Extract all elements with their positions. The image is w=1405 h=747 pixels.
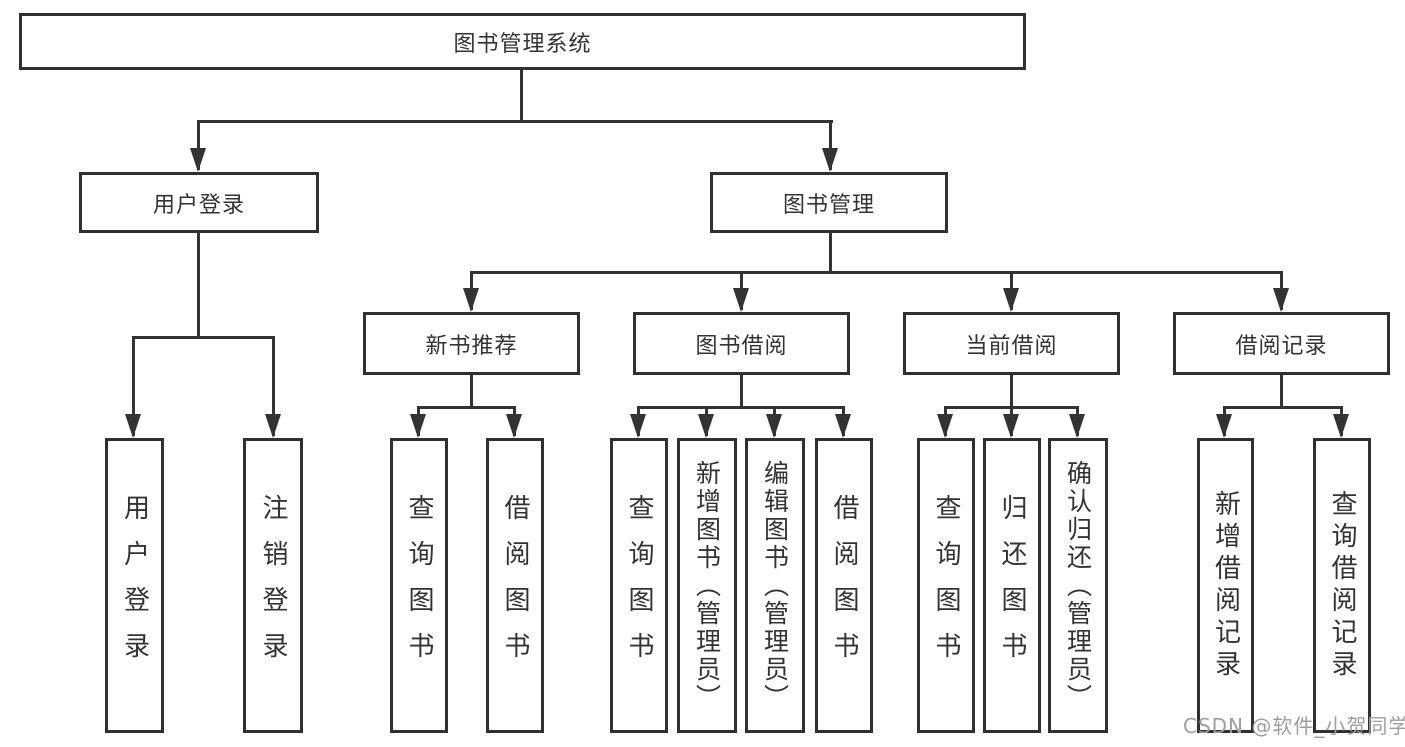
arrow-down-icon <box>1069 414 1085 438</box>
connector-line <box>829 120 832 170</box>
arrow-down-icon <box>265 414 281 438</box>
node-query-books-current: 查询图书 <box>917 438 975 733</box>
connector-line <box>197 120 200 170</box>
node-root-library-system: 图书管理系统 <box>19 13 1026 70</box>
node-user-login-branch: 用户登录 <box>79 172 319 233</box>
arrow-down-icon <box>698 414 714 438</box>
connector-line <box>470 375 473 409</box>
arrow-down-icon <box>1003 414 1019 438</box>
connector-line <box>1010 375 1013 409</box>
arrow-down-icon <box>463 288 479 312</box>
node-book-borrowing: 图书借阅 <box>633 312 850 375</box>
arrow-down-icon <box>733 288 749 312</box>
node-current-borrowing: 当前借阅 <box>903 312 1120 375</box>
arrow-down-icon <box>190 148 206 172</box>
node-new-book-recommend: 新书推荐 <box>363 312 580 375</box>
arrow-down-icon <box>1333 414 1349 438</box>
arrow-down-icon <box>125 414 141 438</box>
node-logout: 注销登录 <box>243 438 303 733</box>
node-add-borrow-record: 新增借阅记录 <box>1197 438 1254 733</box>
node-borrow-books-borrowing: 借阅图书 <box>815 438 873 733</box>
arrow-down-icon <box>766 414 782 438</box>
connector-line <box>197 233 200 336</box>
connector-line <box>132 336 275 339</box>
arrow-down-icon <box>1216 414 1232 438</box>
connector-line <box>132 336 135 436</box>
arrow-down-icon <box>630 414 646 438</box>
arrow-down-icon <box>937 414 953 438</box>
node-book-management: 图书管理 <box>710 172 948 233</box>
node-confirm-return-admin: 确认归还（管理员） <box>1048 438 1108 733</box>
node-borrow-books-recommend: 借阅图书 <box>486 438 544 733</box>
node-return-books: 归还图书 <box>983 438 1041 733</box>
node-query-books-borrowing: 查询图书 <box>610 438 668 733</box>
node-user-login: 用户登录 <box>105 438 164 733</box>
connector-line <box>470 271 1283 274</box>
arrow-down-icon <box>835 414 851 438</box>
node-add-books-admin: 新增图书（管理员） <box>677 438 737 733</box>
connector-line <box>417 406 516 409</box>
node-edit-books-admin: 编辑图书（管理员） <box>745 438 805 733</box>
arrow-down-icon <box>1003 288 1019 312</box>
connector-line <box>829 233 832 274</box>
arrow-down-icon <box>1273 288 1289 312</box>
connector-line <box>272 336 275 436</box>
connector-line <box>520 70 523 120</box>
connector-line <box>197 120 833 123</box>
arrow-down-icon <box>410 414 426 438</box>
connector-line <box>1280 375 1283 409</box>
connector-line <box>1223 406 1343 409</box>
arrow-down-icon <box>506 414 522 438</box>
node-query-borrow-record: 查询借阅记录 <box>1313 438 1371 733</box>
node-query-books-recommend: 查询图书 <box>390 438 448 733</box>
connector-line <box>637 406 845 409</box>
arrow-down-icon <box>822 148 838 172</box>
csdn-watermark: CSDN @软件_小贺同学 <box>1183 714 1405 738</box>
connector-line <box>740 375 743 409</box>
node-borrowing-records: 借阅记录 <box>1173 312 1390 375</box>
